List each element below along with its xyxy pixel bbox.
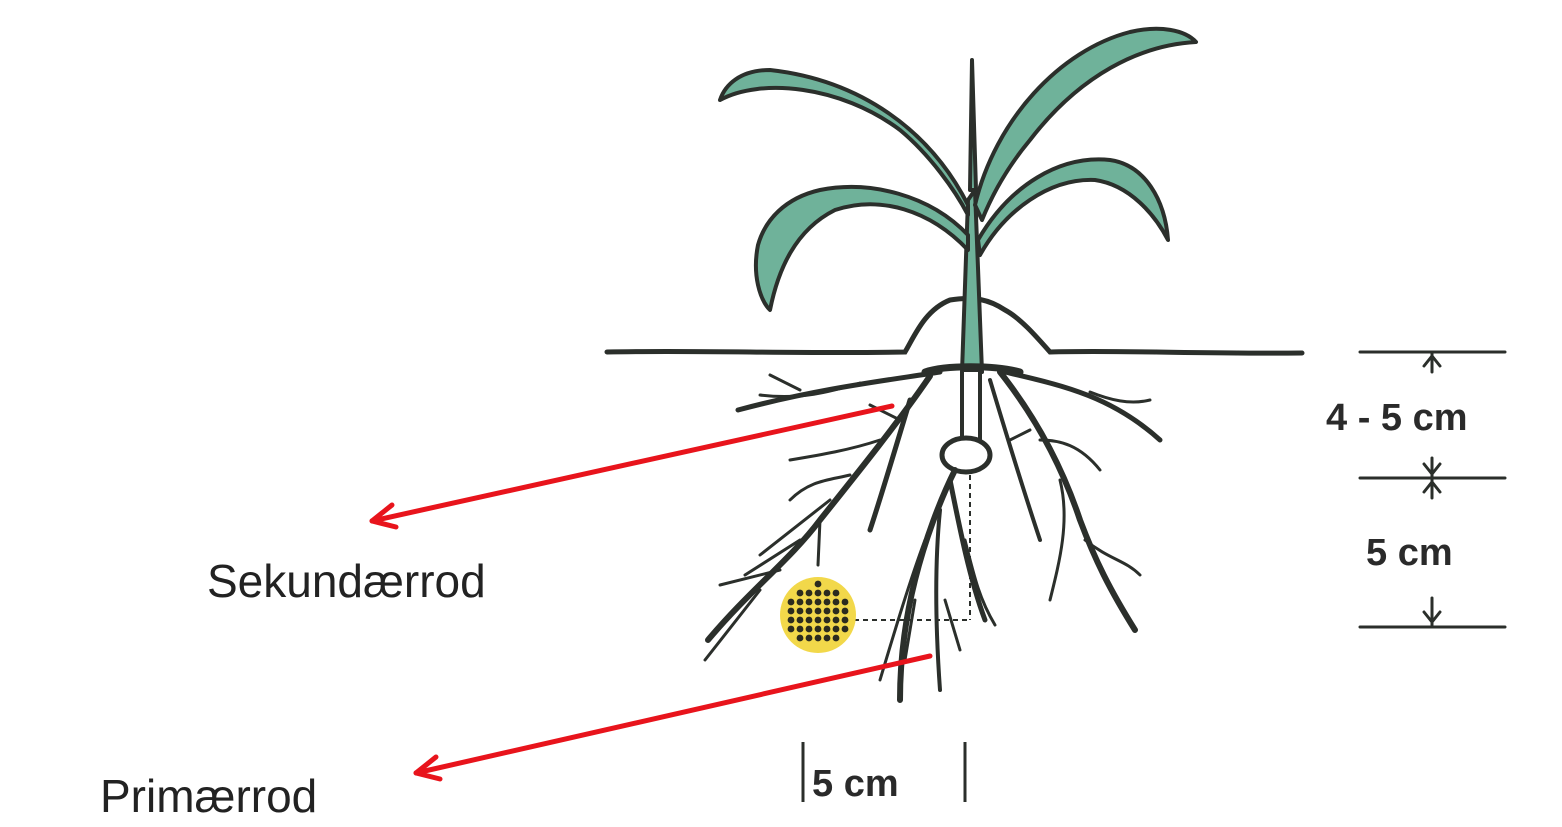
granule-dot bbox=[824, 608, 831, 615]
granule-dot bbox=[788, 626, 795, 633]
seed bbox=[942, 438, 990, 472]
plant-leaves bbox=[720, 29, 1196, 310]
granule-dot bbox=[788, 608, 795, 615]
granule-dot bbox=[815, 635, 822, 642]
granule-dot bbox=[833, 626, 840, 633]
granule-dot bbox=[833, 617, 840, 624]
horizontal-offset-label: 5 cm bbox=[812, 763, 899, 805]
granule-dot bbox=[806, 635, 813, 642]
granule-dot bbox=[788, 599, 795, 606]
top-depth-label: 4 - 5 cm bbox=[1326, 397, 1468, 439]
bottom-depth-label: 5 cm bbox=[1366, 532, 1453, 574]
granule-dot bbox=[797, 599, 804, 606]
granule-dot bbox=[824, 635, 831, 642]
granule-dot bbox=[842, 608, 849, 615]
granule-dot bbox=[797, 590, 804, 597]
granule-dot bbox=[842, 599, 849, 606]
granule-dot bbox=[797, 608, 804, 615]
granule-dot bbox=[815, 581, 822, 588]
granule-dot bbox=[842, 617, 849, 624]
leaf-center-spike bbox=[970, 60, 976, 190]
fertilizer-granule bbox=[780, 577, 856, 653]
secondary-root-label: Sekundærrod bbox=[207, 555, 486, 607]
seed-stalk bbox=[962, 372, 980, 440]
granule-dot bbox=[788, 617, 795, 624]
granule-dot bbox=[824, 626, 831, 633]
granule-dot bbox=[797, 626, 804, 633]
leaf-upper-right bbox=[975, 29, 1196, 220]
granule-dot bbox=[824, 590, 831, 597]
granule-dot bbox=[815, 590, 822, 597]
granule-dot bbox=[842, 626, 849, 633]
granule-dot bbox=[797, 617, 804, 624]
secondary-root-arrow bbox=[372, 406, 892, 521]
granule-dot bbox=[806, 617, 813, 624]
granule-dot bbox=[815, 626, 822, 633]
granule-dot bbox=[815, 608, 822, 615]
leaf-lower-left bbox=[756, 187, 968, 310]
depth-dimension-marker bbox=[1360, 352, 1505, 627]
primary-root-label: Primærrod bbox=[100, 770, 317, 822]
granule-dot bbox=[815, 617, 822, 624]
granule-dot bbox=[824, 599, 831, 606]
granule-dot bbox=[797, 635, 804, 642]
granule-dot bbox=[833, 599, 840, 606]
root-system bbox=[705, 367, 1160, 700]
soil-surface-line bbox=[607, 298, 1302, 353]
granule-dot bbox=[833, 590, 840, 597]
primary-root-arrow bbox=[416, 656, 930, 773]
granule-dot bbox=[806, 626, 813, 633]
granule-dot bbox=[833, 608, 840, 615]
granule-dot bbox=[806, 599, 813, 606]
granule-dot bbox=[806, 590, 813, 597]
granule-dot bbox=[806, 608, 813, 615]
granule-dot bbox=[833, 635, 840, 642]
granule-dot bbox=[824, 617, 831, 624]
granule-dot bbox=[815, 599, 822, 606]
